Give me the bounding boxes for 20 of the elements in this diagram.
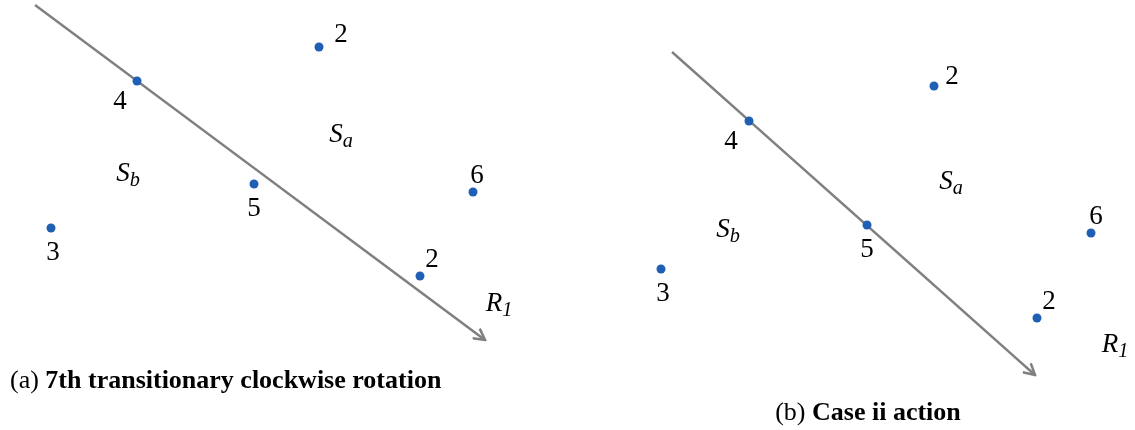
region-label: S$_{b}$ <box>716 213 740 243</box>
region-label: R$_{1}$ <box>485 287 513 317</box>
point-label: 5 <box>247 192 261 222</box>
point-label: 2 <box>334 18 348 48</box>
point-label: 6 <box>1089 200 1103 230</box>
point-label: 4 <box>724 125 738 155</box>
region-label: S$_{b}$ <box>116 157 140 187</box>
figure-caption: (a) 7th transitionary clockwise rotation <box>10 364 443 396</box>
point-label: 2 <box>1042 285 1056 315</box>
point-label: 4 <box>113 85 127 115</box>
point-label: 2 <box>425 243 439 273</box>
region-label: R$_{1}$ <box>1101 328 1129 358</box>
point-label: 5 <box>860 233 874 263</box>
point-label: 3 <box>656 277 670 307</box>
figure-caption: (b) Case ii action <box>775 396 961 428</box>
region-label: S$_{a}$ <box>329 118 353 148</box>
point-label: 6 <box>470 159 484 189</box>
point-label: 2 <box>945 60 959 90</box>
region-label: S$_{a}$ <box>939 165 963 195</box>
point-label: 3 <box>46 236 60 266</box>
